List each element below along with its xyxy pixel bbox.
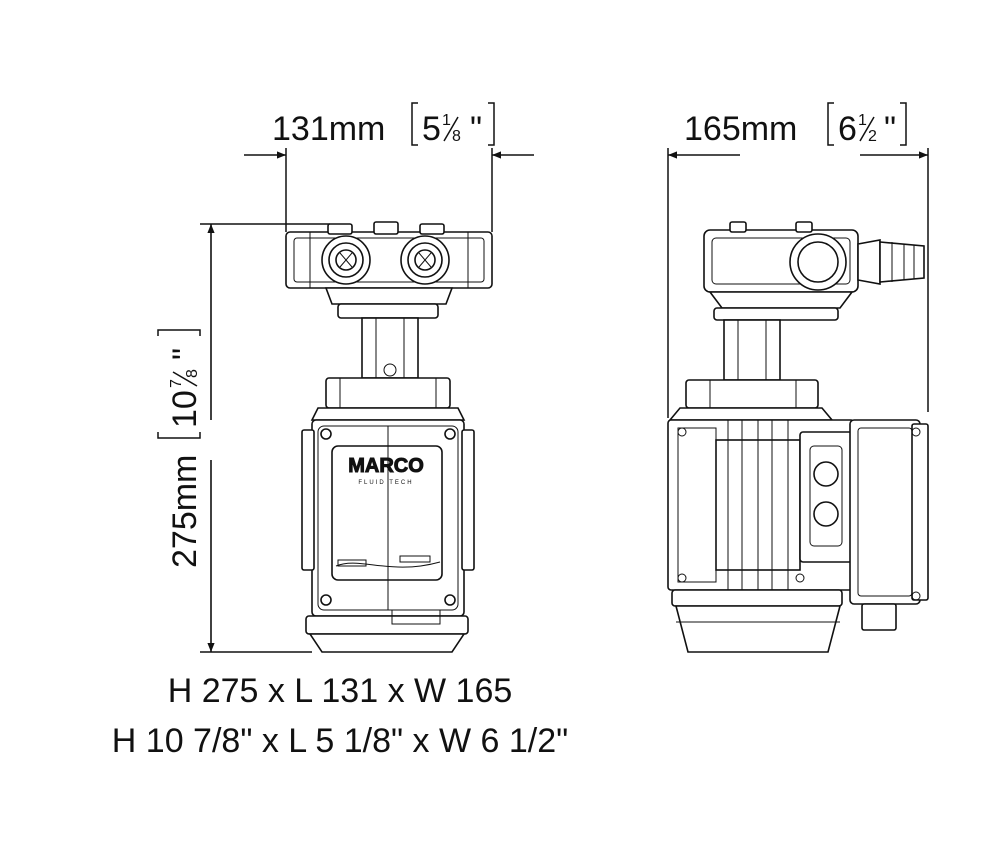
brand-logo: MARCO bbox=[348, 455, 424, 477]
front-motor-cap bbox=[325, 377, 451, 409]
front-motor-base bbox=[305, 615, 469, 635]
front-motor-shoulder bbox=[310, 407, 466, 421]
side-cable-gland bbox=[813, 501, 839, 527]
side-hose-barb bbox=[857, 239, 881, 285]
front-pump-head bbox=[285, 231, 493, 289]
length-bracket-close bbox=[488, 102, 495, 146]
front-label-panel bbox=[331, 445, 443, 581]
height-inch-whole: 10 bbox=[166, 390, 204, 428]
side-motor-base bbox=[671, 589, 843, 607]
side-head-bolt bbox=[729, 221, 747, 233]
height-inch-num: 7 bbox=[168, 379, 185, 388]
front-motor-fin-left bbox=[301, 429, 315, 571]
front-head-bolt bbox=[327, 223, 353, 235]
width-bracket-open bbox=[827, 102, 834, 146]
width-inch-num: 1 bbox=[858, 112, 867, 129]
side-cable-gland bbox=[813, 461, 839, 487]
width-inch-whole: 6 bbox=[838, 110, 857, 148]
front-head-bolt bbox=[419, 223, 445, 235]
side-flange bbox=[713, 307, 839, 321]
length-bracket-open bbox=[411, 102, 418, 146]
height-bracket-open bbox=[157, 432, 201, 439]
side-motor-foot bbox=[674, 605, 842, 653]
side-shaft-bracket bbox=[723, 319, 781, 381]
front-head-base bbox=[324, 287, 454, 305]
length-inch-num: 1 bbox=[442, 112, 451, 129]
front-screw bbox=[444, 428, 456, 440]
front-shaft-bracket bbox=[361, 317, 419, 379]
side-head-bolt bbox=[795, 221, 813, 233]
svg-text:": " bbox=[470, 110, 482, 148]
height-bracket-close bbox=[157, 329, 201, 336]
side-capacitor-cover bbox=[911, 423, 929, 601]
caption-metric: H 275 x L 131 x W 165 bbox=[167, 672, 513, 710]
width-inch-den: 2 bbox=[868, 128, 877, 145]
side-head-base bbox=[708, 291, 854, 309]
caption-imperial: H 10 7/8" x L 5 1/8" x W 6 1/2" bbox=[111, 722, 569, 760]
front-screw bbox=[320, 594, 332, 606]
brand-logo-subtext: FLUID TECH bbox=[358, 480, 413, 486]
length-inch-den: 8 bbox=[452, 128, 461, 145]
width-mm-label: 165mm bbox=[684, 110, 797, 148]
front-screw bbox=[444, 594, 456, 606]
length-mm-label: 131mm bbox=[272, 110, 385, 148]
svg-text:": " bbox=[884, 110, 896, 148]
svg-text:": " bbox=[166, 348, 204, 360]
height-dimension: 275mm 10 7 8 " bbox=[157, 223, 330, 653]
side-cable-entry bbox=[861, 603, 897, 631]
width-dimension: 165mm 6 1 2 " bbox=[667, 102, 929, 418]
front-screw bbox=[320, 428, 332, 440]
front-motor-fin-right bbox=[461, 429, 475, 571]
side-motor-shoulder bbox=[668, 407, 834, 421]
height-mm-label: 275mm bbox=[166, 455, 204, 568]
pump-front-view bbox=[285, 221, 493, 653]
height-inch-den: 8 bbox=[184, 369, 201, 378]
side-junction-box bbox=[799, 431, 853, 563]
front-flange bbox=[337, 303, 439, 319]
pump-side-view bbox=[667, 221, 929, 653]
width-bracket-close bbox=[900, 102, 907, 146]
side-motor-cap bbox=[685, 379, 819, 409]
length-inch-whole: 5 bbox=[422, 110, 441, 148]
front-motor-foot bbox=[308, 633, 466, 653]
length-dimension: 131mm 5 1 8 " bbox=[244, 102, 534, 232]
side-capacitor-box bbox=[849, 419, 921, 605]
front-head-bolt bbox=[373, 221, 399, 235]
